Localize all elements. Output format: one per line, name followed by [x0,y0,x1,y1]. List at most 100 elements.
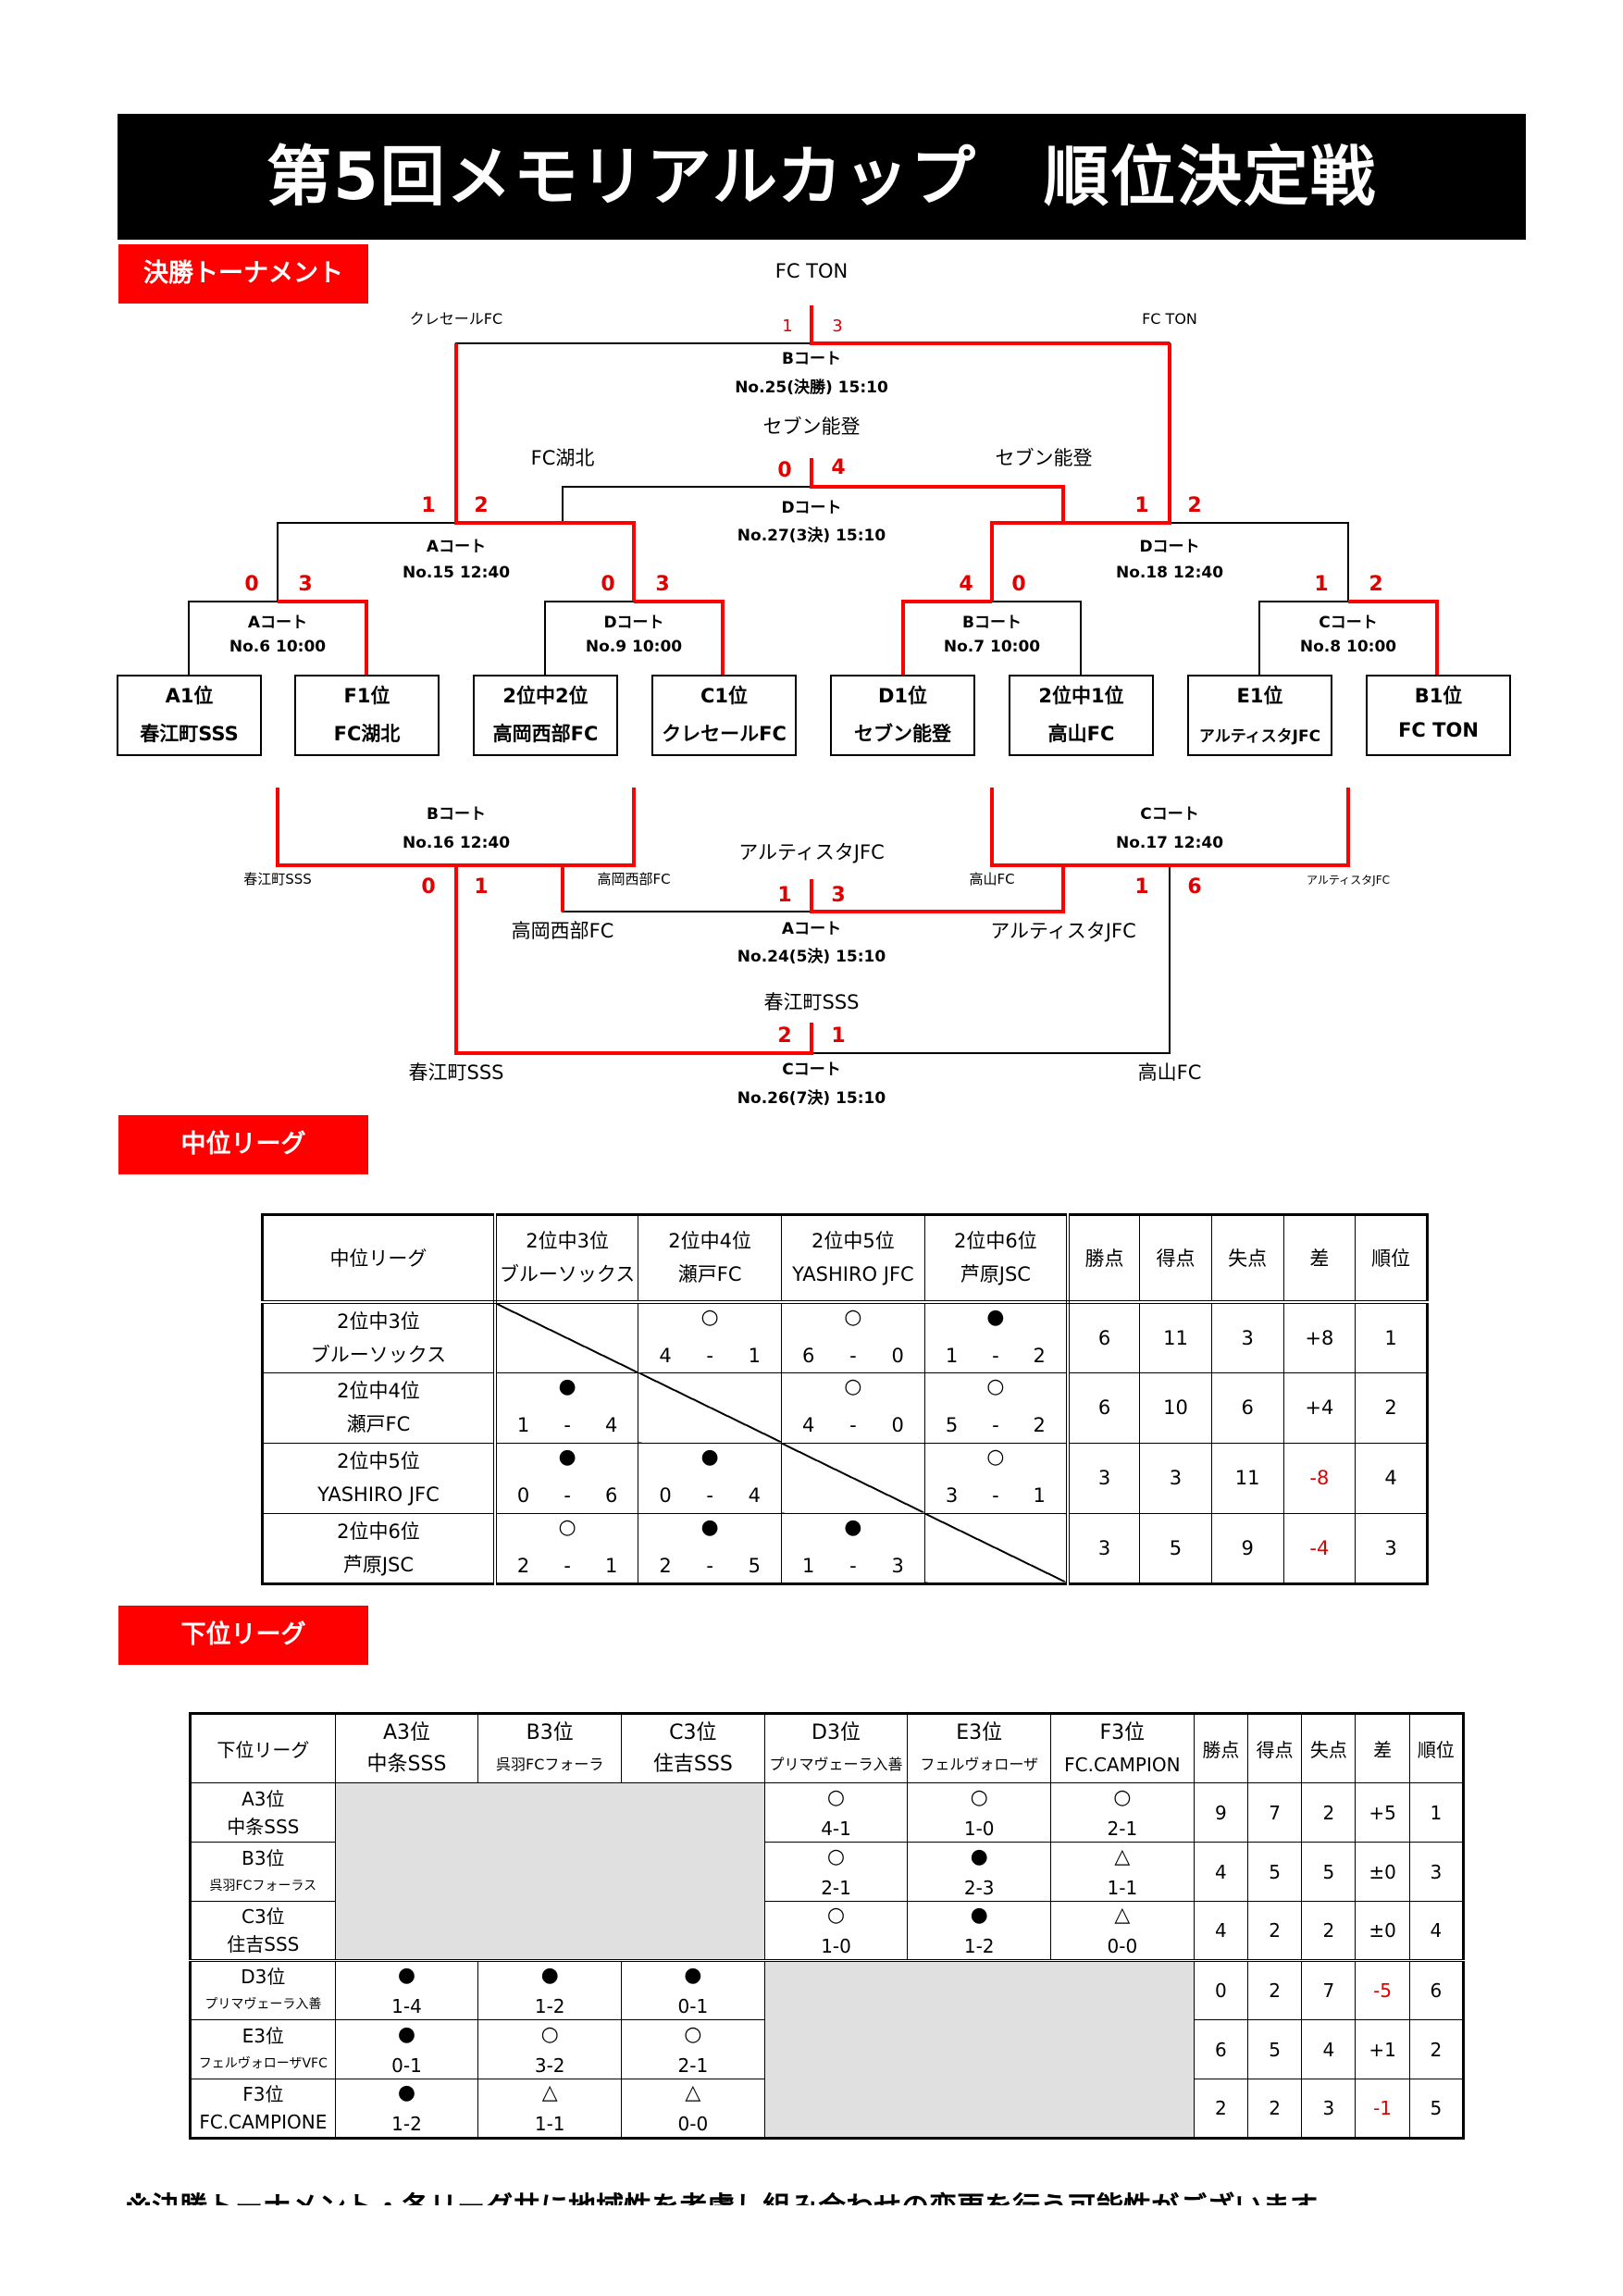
mid-result-cell: ○2-1 [494,1512,639,1584]
low-result-cell: ○2-1 [1050,1782,1195,1843]
low-col-header: C3位住吉SSS [621,1713,765,1783]
m8-score-left: 1 [1314,573,1328,596]
result-score: 1-1 [534,2113,565,2135]
m6-score-right: 3 [298,573,312,596]
score-against: 1 [748,1344,761,1367]
winner-path-m9 [634,600,725,675]
low-result-cell: ●1-2 [477,1960,623,2020]
score-dash: - [992,1414,999,1436]
m8-court: Cコート [1319,614,1377,632]
m15-info: No.15 12:40 [403,564,510,582]
m7-score-right: 0 [1011,573,1025,596]
team-name: セブン能登 [854,723,951,745]
result-score: 2-1 [677,2054,709,2077]
result-mark: △ [1114,1844,1131,1868]
team-box-d1: D1位 セブン能登 [830,675,975,756]
score-against: 0 [891,1414,904,1436]
team-rank: C1位 [700,685,749,707]
mid-stat-header: 差 [1282,1214,1357,1304]
score-for: 1 [945,1344,959,1367]
team-name: クレセールFC [662,723,787,745]
score-dash: - [564,1484,571,1507]
low-result-cell: △0-0 [621,2079,765,2139]
score-dash: - [992,1484,999,1507]
final-score-right: 3 [832,316,842,336]
low-result-cell: △0-0 [1050,1901,1195,1962]
m17-court: Cコート [1140,805,1198,824]
result-mark: ○ [986,1446,1005,1469]
score-against: 5 [748,1554,761,1577]
result-mark: ○ [986,1375,1005,1398]
m26-info: No.26(7決) 15:10 [737,1088,886,1108]
result-mark: ● [684,1964,702,1987]
mid-result-cell: ○4-1 [638,1301,782,1373]
result-score: 2-1 [1107,1817,1138,1840]
m24-court: Aコート [782,920,841,938]
m15-score-right: 2 [474,494,488,517]
score-for: 0 [659,1484,672,1507]
team-box-2nd-2: 2位中2位 高岡西部FC [473,675,618,756]
mid-stat-cell: 3 [1210,1301,1284,1373]
team-rank: D1位 [877,685,928,707]
score-dash: - [564,1554,571,1577]
score-dash: - [849,1554,857,1577]
score-against: 4 [748,1484,761,1507]
result-mark: ● [540,1964,559,1987]
low-result-cell: ○2-1 [621,2019,765,2079]
low-col-header: A3位中条SSS [334,1713,479,1783]
low-stat-cell: 3 [1408,1842,1465,1902]
low-stat-cell: 6 [1193,2019,1248,2079]
mid-result-cell: ●2-5 [638,1512,782,1584]
bracket-line-m15 [277,522,635,602]
score-against: 2 [1033,1414,1046,1436]
m9-info: No.9 10:00 [586,638,682,656]
m6-court: Aコート [248,614,307,632]
m8-info: No.8 10:00 [1300,638,1396,656]
score-for: 2 [516,1554,530,1577]
m24-winner: アルティスタJFC [738,841,884,863]
result-mark: ● [970,1904,988,1927]
result-mark: ○ [970,1785,988,1809]
result-score: 2-1 [821,1876,851,1899]
low-result-cell: △1-1 [477,2079,623,2139]
m26-winner: 春江町SSS [764,991,860,1013]
mid-row-team: 2位中6位芦原JSC [261,1512,497,1584]
score-against: 2 [1033,1344,1046,1367]
mid-self-cell [638,1371,782,1444]
low-stat-cell: ±0 [1355,1842,1410,1902]
mid-self-cell [923,1512,1070,1584]
mid-result-cell: ○4-0 [780,1371,925,1444]
team-rank: E1位 [1236,685,1283,707]
score-dash: - [706,1554,713,1577]
low-result-cell: ●1-2 [907,1901,1052,1962]
result-mark: ● [970,1844,988,1868]
m7-info: No.7 10:00 [944,638,1040,656]
result-mark: ○ [558,1515,576,1539]
result-score: 0-1 [391,2054,422,2077]
result-score: 0-0 [1107,1935,1138,1957]
low-stat-cell: 9 [1193,1782,1248,1843]
result-mark: ○ [700,1305,719,1329]
mid-stat-cell: 6 [1210,1371,1284,1444]
result-mark: ○ [826,1785,846,1809]
result-mark: ● [700,1515,719,1539]
result-score: 0-0 [677,2113,709,2135]
team-name: 高山FC [1047,723,1115,745]
mid-result-cell: ●1-2 [923,1301,1070,1373]
team-box-c1: C1位 クレセールFC [651,675,797,756]
result-mark: ○ [844,1375,862,1398]
m24-info: No.24(5決) 15:10 [737,947,886,966]
low-stat-cell: 2 [1408,2019,1465,2079]
mid-stat-header: 勝点 [1067,1214,1141,1304]
team-box-b1: B1位 FC TON [1366,675,1511,756]
low-gray-block [763,1960,1195,2139]
team-name: 高岡西部FC [492,723,599,745]
m9-court: Dコート [603,614,663,632]
low-stat-header: 失点 [1301,1713,1357,1783]
third-place-court: Dコート [781,499,841,517]
result-score: 3-2 [534,2054,565,2077]
m18-score-right: 2 [1187,494,1201,517]
